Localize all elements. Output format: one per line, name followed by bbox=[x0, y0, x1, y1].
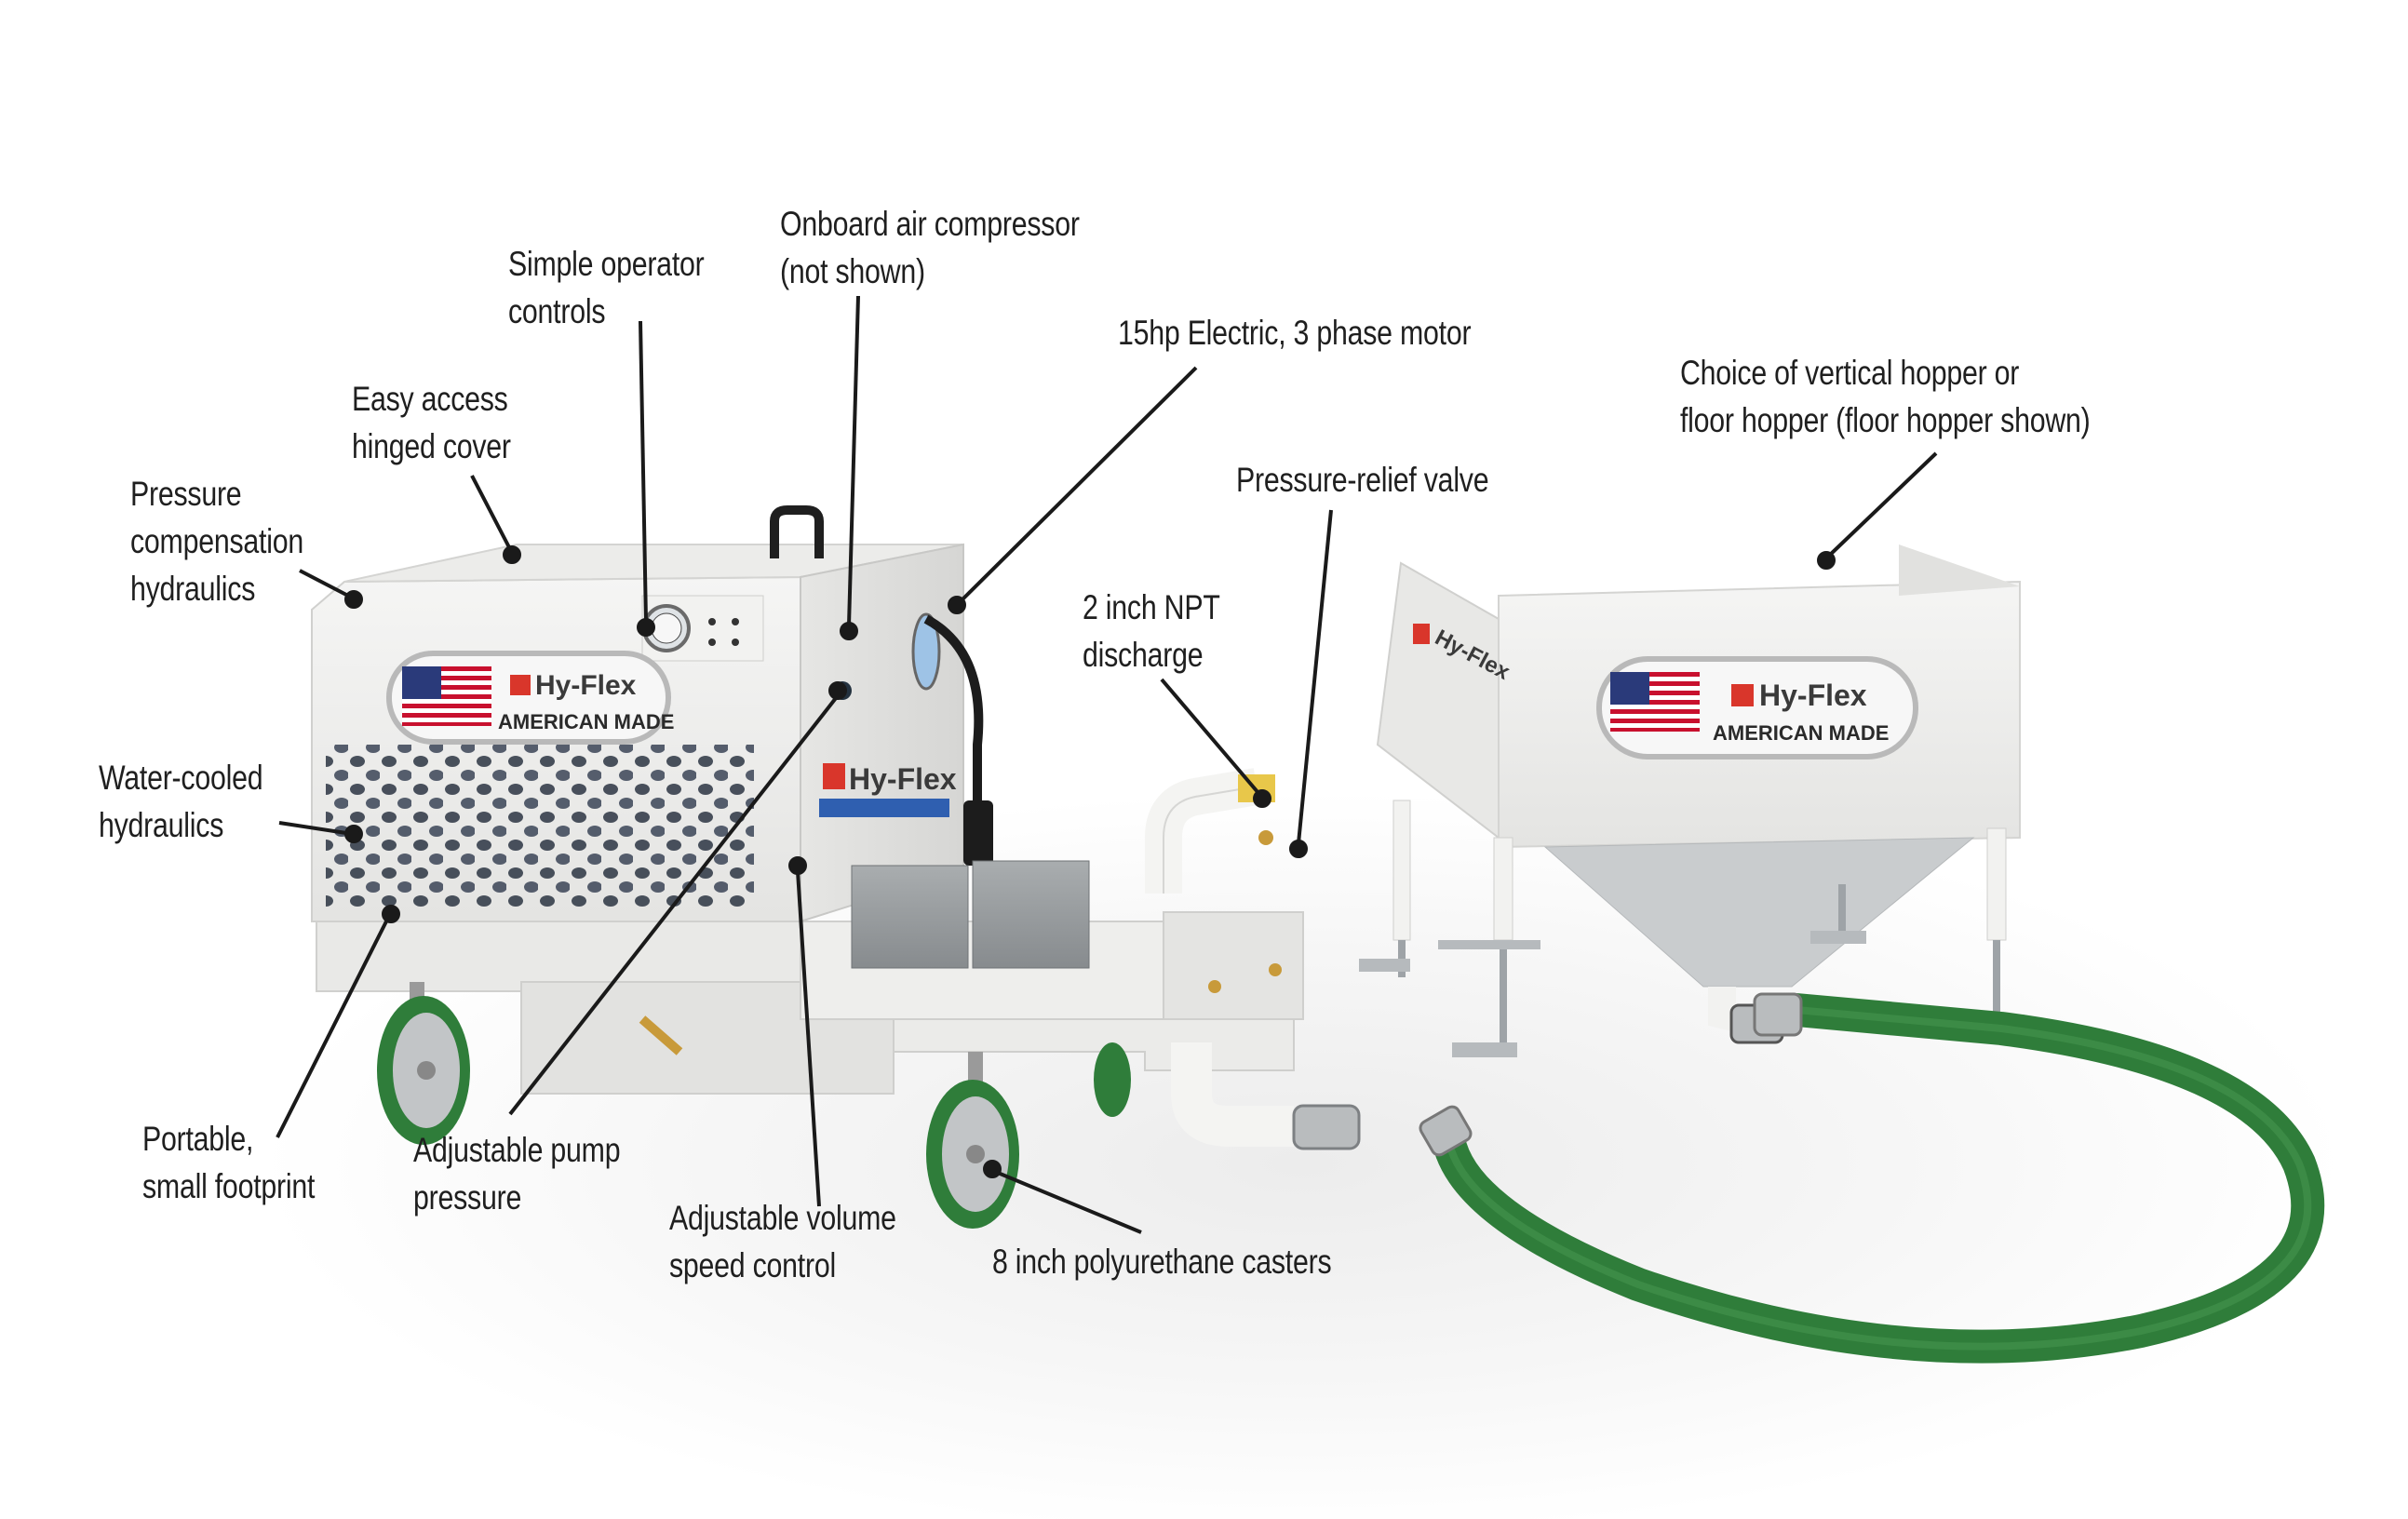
callout-line: Easy access bbox=[352, 380, 508, 418]
callout-line: Pressure bbox=[130, 475, 242, 513]
callout-volume-speed: Adjustable volume speed control bbox=[669, 1194, 896, 1289]
pump-unit: Hy-Flex AMERICAN MADE Hy-Flex bbox=[311, 505, 1361, 1229]
callout-line: compensation bbox=[130, 522, 303, 560]
callout-simple-operator-controls: Simple operator controls bbox=[508, 240, 705, 335]
caster-front-left bbox=[377, 982, 470, 1145]
callout-line: Water-cooled bbox=[99, 759, 263, 797]
callout-line: Onboard air compressor bbox=[780, 205, 1080, 243]
svg-text:AMERICAN MADE: AMERICAN MADE bbox=[498, 710, 674, 733]
callout-hinged-cover: Easy access hinged cover bbox=[352, 375, 511, 470]
callout-line: controls bbox=[508, 292, 606, 330]
svg-text:Hy-Flex: Hy-Flex bbox=[535, 670, 637, 701]
callout-line: hydraulics bbox=[130, 570, 256, 608]
callout-casters: 8 inch polyurethane casters bbox=[992, 1238, 1332, 1285]
suction-hose bbox=[1419, 992, 2325, 1364]
leader-lines bbox=[276, 295, 1938, 1234]
callout-line: 15hp Electric, 3 phase motor bbox=[1118, 314, 1472, 352]
callout-line: 2 inch NPT bbox=[1083, 588, 1220, 626]
callout-line: Portable, bbox=[142, 1120, 254, 1158]
caster-front-right bbox=[926, 1052, 1019, 1229]
callout-line: Simple operator bbox=[508, 245, 705, 283]
svg-text:Hy-Flex: Hy-Flex bbox=[1759, 679, 1867, 712]
callout-line: (not shown) bbox=[780, 252, 925, 290]
callout-line: Adjustable volume bbox=[669, 1199, 896, 1237]
callout-hopper-choice: Choice of vertical hopper or floor hoppe… bbox=[1680, 349, 2091, 444]
floor-hopper: Hy-Flex AMERICAN MADE Hy-Flex bbox=[1359, 544, 2025, 1057]
callout-portable: Portable, small footprint bbox=[142, 1115, 315, 1210]
callout-line: hydraulics bbox=[99, 806, 224, 844]
callout-onboard-air-compressor: Onboard air compressor (not shown) bbox=[780, 200, 1080, 295]
callout-line: discharge bbox=[1083, 636, 1204, 674]
callout-line: 8 inch polyurethane casters bbox=[992, 1243, 1332, 1281]
svg-text:AMERICAN MADE: AMERICAN MADE bbox=[1713, 721, 1889, 745]
callout-pressure-compensation: Pressure compensation hydraulics bbox=[130, 470, 303, 612]
callout-line: pressure bbox=[413, 1178, 522, 1217]
callout-line: Pressure-relief valve bbox=[1236, 461, 1489, 499]
callout-line: floor hopper (floor hopper shown) bbox=[1680, 401, 2091, 439]
callout-electric-motor: 15hp Electric, 3 phase motor bbox=[1118, 309, 1472, 356]
caster-rear bbox=[1094, 1042, 1131, 1117]
callout-water-cooled: Water-cooled hydraulics bbox=[99, 754, 263, 849]
callout-line: small footprint bbox=[142, 1167, 316, 1205]
svg-text:Hy-Flex: Hy-Flex bbox=[849, 762, 957, 796]
callout-line: Adjustable pump bbox=[413, 1131, 621, 1169]
callout-line: Choice of vertical hopper or bbox=[1680, 354, 2020, 392]
callout-npt-discharge: 2 inch NPT discharge bbox=[1083, 584, 1220, 679]
callout-pressure-relief-valve: Pressure-relief valve bbox=[1236, 456, 1489, 504]
callout-line: hinged cover bbox=[352, 427, 511, 465]
callout-line: speed control bbox=[669, 1246, 836, 1284]
callout-pump-pressure: Adjustable pump pressure bbox=[413, 1126, 621, 1221]
